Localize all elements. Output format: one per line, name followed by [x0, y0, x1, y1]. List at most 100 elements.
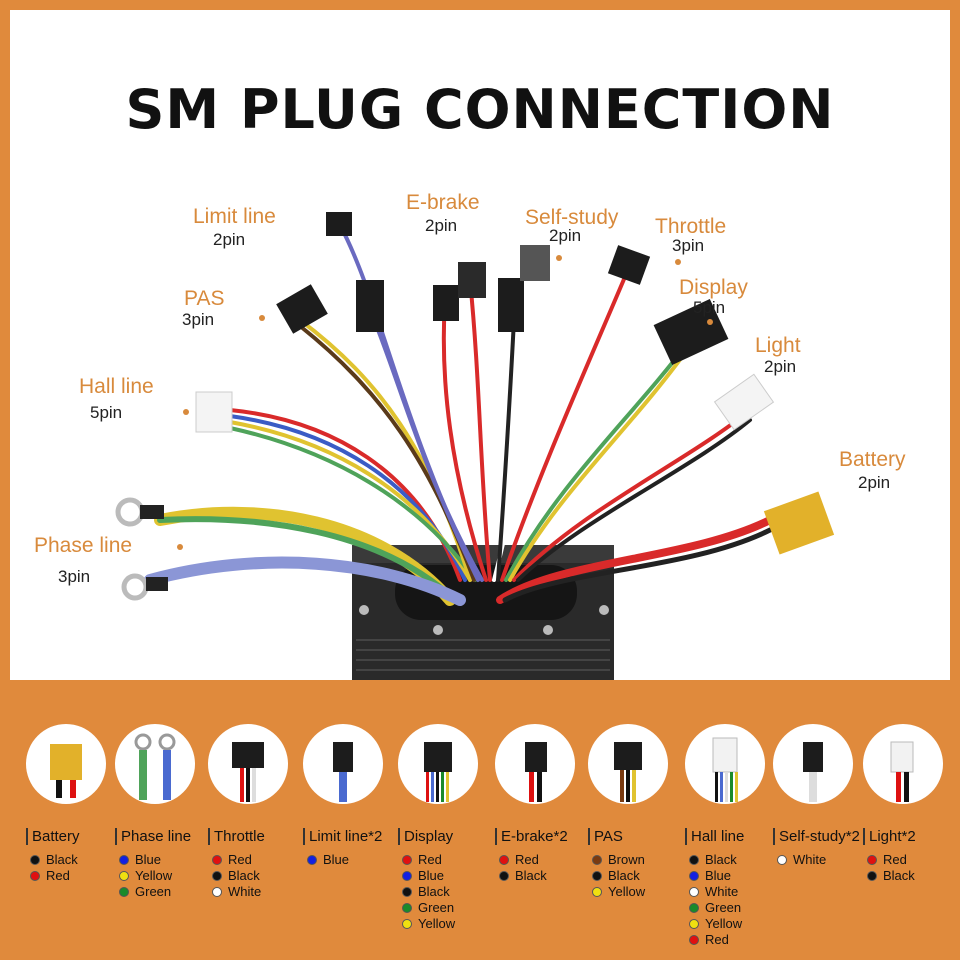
wire-color-dot-icon — [689, 919, 699, 929]
wire-color-item: Black — [30, 852, 78, 868]
label-markers — [177, 255, 713, 550]
wire-color-label: White — [793, 852, 827, 867]
wire-color-item: Black — [592, 868, 645, 884]
wire-color-item: Yellow — [689, 916, 742, 932]
wire-color-label: Red — [46, 868, 70, 883]
wire-color-label: Blue — [418, 868, 445, 883]
callout-phase-line: Phase line — [34, 534, 133, 557]
wire-color-list: White — [777, 852, 826, 868]
legend-connector-name: Display — [398, 828, 453, 845]
wire-color-label: Red — [515, 852, 539, 867]
wire-color-label: Black — [228, 868, 260, 883]
wire-color-item: Black — [212, 868, 261, 884]
wire-color-label: Brown — [608, 852, 645, 867]
callout-self-study: Self-study — [525, 206, 619, 229]
wire-color-dot-icon — [402, 887, 412, 897]
legend-connector-name: Limit line*2 — [303, 828, 382, 845]
wire-color-item: Black — [867, 868, 915, 884]
wire-color-label: Red — [883, 852, 907, 867]
callout-pas: PAS — [184, 287, 225, 310]
wire-color-list: Blue — [307, 852, 349, 868]
wire-color-dot-icon — [30, 871, 40, 881]
wire-color-item: Brown — [592, 852, 645, 868]
wire-color-item: Green — [689, 900, 742, 916]
3pin-connector-icon — [588, 724, 668, 804]
wire-color-label: Green — [135, 884, 172, 899]
wire-color-dot-icon — [212, 871, 222, 881]
ring-terminal-icon — [115, 724, 195, 804]
wire-color-dot-icon — [689, 903, 699, 913]
wire-color-item: Black — [402, 884, 455, 900]
legend-connector-name: Light*2 — [863, 828, 916, 845]
wire-color-dot-icon — [307, 855, 317, 865]
wire-color-item: Yellow — [592, 884, 645, 900]
callout-throttle-pins: 3pin — [672, 236, 705, 255]
callout-light: Light — [755, 334, 801, 357]
wire-color-dot-icon — [592, 871, 602, 881]
callout-pas-pins: 3pin — [182, 310, 215, 329]
callout-battery-pins: 2pin — [858, 473, 891, 492]
wire-color-item: Black — [499, 868, 547, 884]
wire-color-item: White — [212, 884, 261, 900]
wire-color-dot-icon — [499, 855, 509, 865]
wire-color-label: Green — [705, 900, 742, 915]
wire-color-label: Black — [608, 868, 640, 883]
wire-color-label: Black — [883, 868, 915, 883]
wire-color-dot-icon — [402, 919, 412, 929]
callout-hall-line: Hall line — [79, 375, 154, 398]
wire-color-label: Blue — [705, 868, 732, 883]
wire-color-label: Black — [46, 852, 78, 867]
wire-color-dot-icon — [402, 855, 412, 865]
wire-color-label: White — [705, 884, 739, 899]
2pin-connector-icon — [495, 724, 575, 804]
wire-color-dot-icon — [402, 871, 412, 881]
legend-connector-name: E-brake*2 — [495, 828, 568, 845]
wire-color-dot-icon — [402, 903, 412, 913]
callout-self-study-pins: 2pin — [549, 226, 582, 245]
wire-color-dot-icon — [592, 855, 602, 865]
legend-connector-name: PAS — [588, 828, 623, 845]
wire-color-item: Red — [689, 932, 742, 948]
wire-color-label: Red — [418, 852, 442, 867]
2pin-connector-icon — [773, 724, 853, 804]
callout-battery: Battery — [839, 448, 906, 471]
wire-color-label: Black — [418, 884, 450, 899]
callout-throttle: Throttle — [655, 215, 727, 238]
wire-color-item: Blue — [119, 852, 172, 868]
wire-color-label: Red — [705, 932, 729, 947]
wire-color-label: Blue — [323, 852, 350, 867]
wire-color-item: White — [777, 852, 826, 868]
wire-color-dot-icon — [867, 855, 877, 865]
callout-e-brake-pins: 2pin — [425, 216, 458, 235]
legend-connector-name: Phase line — [115, 828, 191, 845]
wire-color-dot-icon — [689, 887, 699, 897]
wire-color-label: Yellow — [608, 884, 646, 899]
wire-color-label: Yellow — [135, 868, 173, 883]
wire-color-dot-icon — [119, 871, 129, 881]
hall-connector-icon — [685, 724, 765, 804]
light-connector-icon — [863, 724, 943, 804]
wire-color-dot-icon — [499, 871, 509, 881]
legend-connector-name: Self-study*2 — [773, 828, 860, 845]
wire-color-item: Red — [30, 868, 78, 884]
wire-color-label: White — [228, 884, 262, 899]
wire-color-label: Yellow — [705, 916, 743, 931]
legend-connector-name: Hall line — [685, 828, 744, 845]
wire-color-dot-icon — [867, 871, 877, 881]
wire-color-dot-icon — [592, 887, 602, 897]
5pin-connector-icon — [398, 724, 478, 804]
callout-limit-line-pins: 2pin — [213, 230, 246, 249]
wire-harness — [144, 223, 774, 606]
wire-color-item: Blue — [689, 868, 742, 884]
wire-color-item: Red — [867, 852, 915, 868]
xt60-connector-icon — [26, 724, 106, 804]
wire-color-dot-icon — [212, 887, 222, 897]
callout-light-pins: 2pin — [764, 357, 797, 376]
wire-color-item: Green — [119, 884, 172, 900]
